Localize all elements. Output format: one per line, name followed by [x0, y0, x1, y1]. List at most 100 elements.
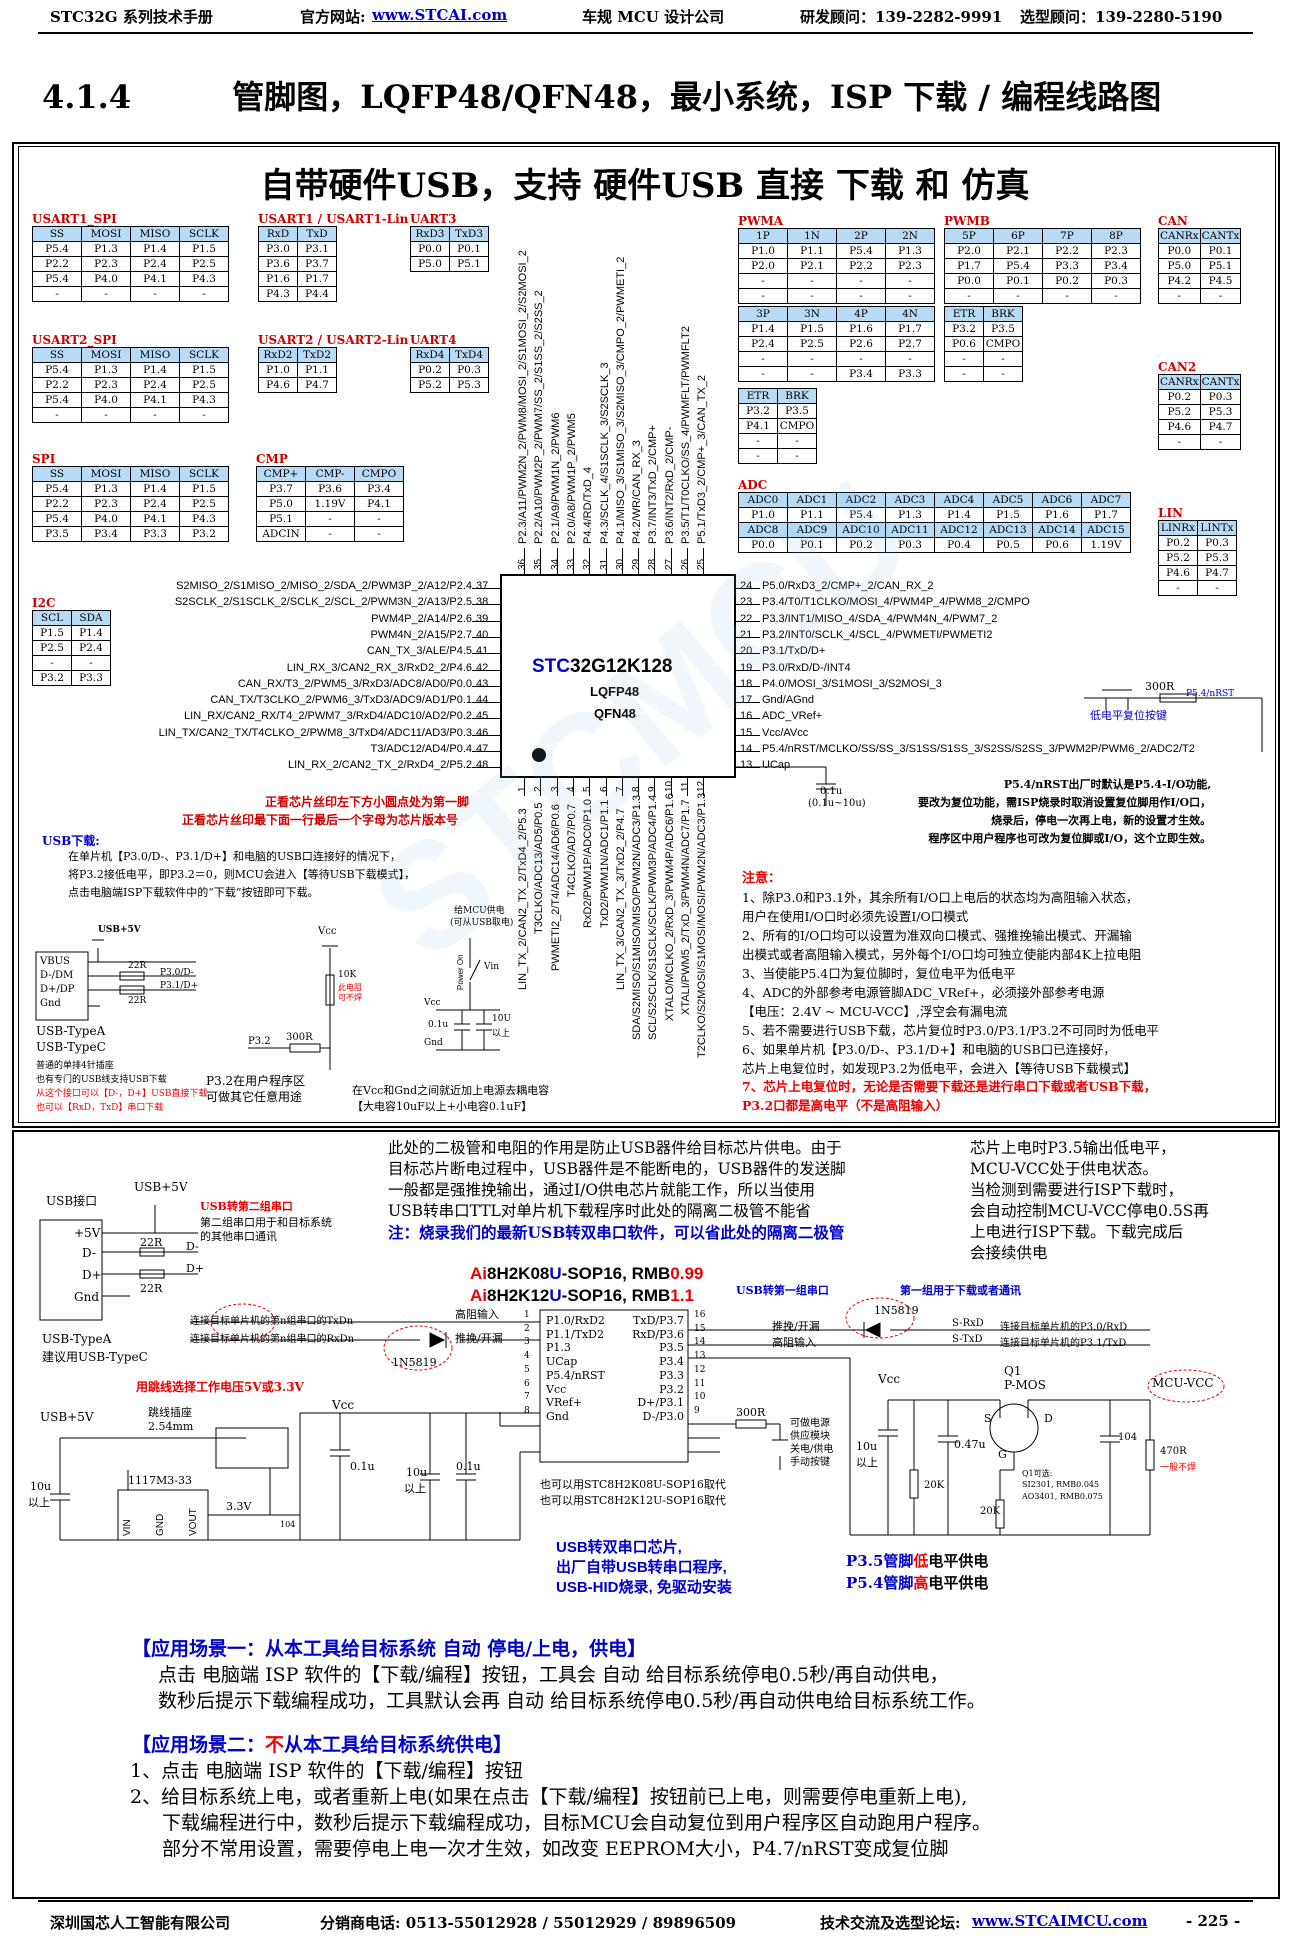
cap-047u: 0.47u [954, 1438, 986, 1451]
pin-lead [472, 718, 500, 720]
sop-right-pin: P3.5 [659, 1341, 684, 1355]
power-cap-1: 0.1u [428, 1020, 449, 1030]
page-header: STC32G 系列技术手册 官方网站: www.STCAI.com 车规 MCU… [50, 6, 1250, 28]
q1-label: Q1 [1004, 1364, 1022, 1378]
res-22r-1: 22R [128, 961, 147, 971]
table-cell: - [354, 526, 404, 542]
pin-lead [556, 548, 558, 574]
pin-left-number: 39 [476, 612, 489, 625]
table-cell: P4.0 [81, 511, 131, 527]
pin-lead [605, 776, 607, 796]
usb-download-line: 点击电脑端ISP下载软件中的“下载”按钮即可下载。 [68, 886, 319, 899]
table-cell: P3.3 [130, 526, 180, 542]
table-cell: 6P [993, 228, 1043, 244]
pin-lead [703, 548, 705, 574]
table-cell: P5.3 [1199, 404, 1242, 420]
pin-left-label: CAN_TX_3/ALE/P4.5 [366, 645, 472, 658]
dp-pin: D+/DP [40, 984, 75, 995]
reset-desc-line: 要改为复位功能，需ISP烧录时取消设置复位脚用作I/O口， [918, 796, 1212, 809]
power-desc-line: 会自动控制MCU-VCC停电0.5S再 [970, 1202, 1209, 1220]
pin-left-label: LIN_RX_2/CAN2_TX_2/RxD4_2/P5.2 [287, 759, 472, 772]
sop-right-pin: D-/P3.0 [642, 1409, 684, 1423]
cap-10u-c: 10u [856, 1440, 878, 1453]
sop-left-num: 2 [524, 1323, 530, 1334]
footer-forum-link[interactable]: www.STCAIMCU.com [972, 1912, 1148, 1930]
pin-left-number: 37 [476, 580, 489, 592]
notes-red-1: 7、芯片上电复位时，无论是否需要下载还是进行串口下载或者USB下载， [742, 1079, 1157, 1094]
btn-note-1: 可做电源 [790, 1418, 830, 1429]
pin-lead [734, 767, 760, 769]
table-cell: P5.4 [32, 511, 82, 527]
table-cell: P4.0 [81, 271, 131, 287]
sop-right-num: 16 [694, 1310, 706, 1320]
sop-right-num: 10 [694, 1392, 706, 1403]
table-cell: ADC7 [1081, 492, 1131, 508]
power-desc-line: MCU-VCC处于供电状态。 [970, 1160, 1159, 1178]
table-cell: ADC12 [934, 522, 984, 538]
feature-1: USB转双串口芯片, [556, 1539, 682, 1556]
table-cell: SCLK [179, 466, 229, 482]
table-cell: P5.4 [32, 241, 82, 257]
pin-lead [638, 776, 640, 796]
tx2-label: 连接目标单片机的第n组串口的TxDn [190, 1316, 354, 1327]
reset-resistor: 300R [1145, 680, 1175, 693]
pwmb1-title: PWMB [944, 214, 990, 228]
chip-note-1: 正看芯片丝印左下方小圆点处为第一脚 [265, 795, 470, 809]
pin-lead [734, 718, 760, 720]
table-cell: P3.2 [32, 670, 72, 686]
table-cell: P5.0 [410, 256, 450, 272]
decoupling-note-1: 在Vcc和Gnd之间就近加上电源去耦电容 [352, 1084, 550, 1097]
table-cell: SDA [71, 610, 111, 626]
pin-right-number: 19 [740, 661, 753, 674]
lin-title: LIN [1158, 506, 1184, 520]
table-cell: P2.5 [32, 640, 72, 656]
table-cell: 1.19V [305, 496, 355, 512]
cap-104-a: 104 [280, 1520, 296, 1529]
table-cell: - [1199, 288, 1242, 304]
table-cell: ADC2 [836, 492, 886, 508]
uart2-note-1: 第二组串口用于和目标系统 [200, 1216, 332, 1229]
table-cell: P3.6 [305, 481, 355, 497]
table-cell: - [738, 448, 778, 464]
website-link[interactable]: www.STCAI.com [372, 6, 508, 24]
table-cell: P3.3 [885, 366, 935, 382]
note-line: 2、所有的I/O口均可以设置为准双向口模式、强推挽输出模式、开漏输 [742, 928, 1132, 943]
table-cell: - [1042, 288, 1092, 304]
diode-desc-line: 一般都是强推挽输出，通过I/O供电芯片就能工作，所以当使用 [388, 1181, 816, 1199]
table-cell: P1.1 [297, 362, 337, 378]
spi-title: SPI [32, 452, 56, 466]
table-cell: P2.2 [32, 256, 82, 272]
sop-right-num: 9 [694, 1405, 700, 1416]
ucap-cap-range: (0.1u~10u) [808, 798, 866, 809]
table-cell: - [32, 286, 82, 302]
uart2-title: USB转第二组串口 [200, 1200, 293, 1213]
table-cell: P3.2 [179, 526, 229, 542]
table-cell: P4.0 [81, 392, 131, 408]
power-note-2: (可从USB取电) [450, 918, 514, 928]
table-cell: SCLK [179, 347, 229, 363]
table-cell: 3N [787, 306, 837, 322]
pin-left-number: 43 [476, 677, 489, 690]
usb5v-top: USB+5V [134, 1180, 188, 1194]
sop-left-pin: Vcc [546, 1382, 567, 1396]
pin-right-label: P3.0/RxD/D-/INT4 [762, 661, 851, 674]
jumper-label: 跳线插座 [148, 1406, 192, 1419]
reset-net: P5.4/nRST [1186, 689, 1235, 699]
target-txd: 连接目标单片机的P3.1/TxD [1000, 1338, 1127, 1349]
table-cell: - [777, 448, 817, 464]
footer-phone: 分销商电话: 0513-55012928 / 55012929 / 898965… [320, 1914, 737, 1932]
pin-lead [734, 734, 760, 736]
pin-left-number: 40 [476, 628, 489, 641]
footer-forum-label: 技术交流及选型论坛: [820, 1914, 961, 1932]
diode-right: 1N5819 [874, 1304, 919, 1317]
pin-lead [472, 685, 500, 687]
diode-desc-line: 目标芯片断电过程中，USB器件是不能断电的，USB器件的发送脚 [388, 1160, 846, 1178]
advisor-1: 研发顾问：139-2282-9991 [800, 8, 1003, 26]
note-line: 用户在使用I/O口时必须先设置I/O口模式 [742, 909, 969, 924]
programmer-frame [12, 1130, 1280, 1899]
usb-pin-dm: D- [82, 1246, 96, 1260]
